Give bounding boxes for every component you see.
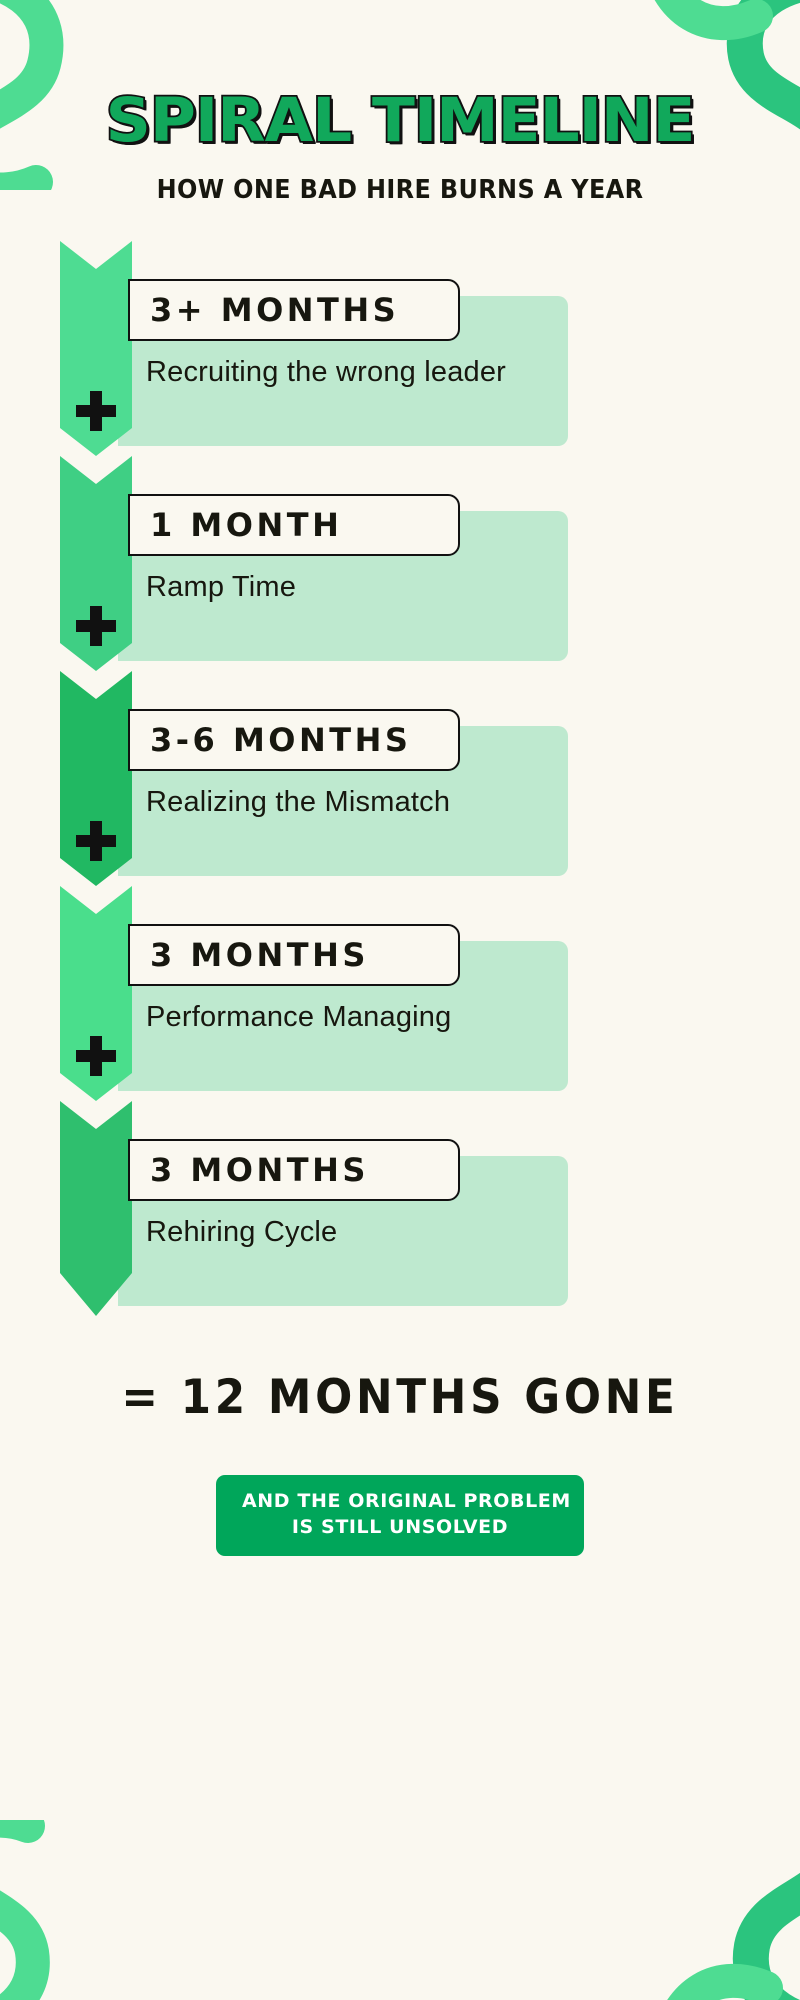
timeline-description: Realizing the Mismatch [146,786,451,818]
duration-pill[interactable]: 3+ MONTHS [128,279,460,341]
badge-line-2: IS STILL UNSOLVED [291,1515,509,1538]
plus-icon [76,391,116,431]
timeline-description: Recruiting the wrong leader [146,356,507,388]
timeline-row: 3+ MONTHS Recruiting the wrong leader [0,241,800,456]
duration-label: 3 MONTHS [150,936,369,974]
total-summary: = 12 MONTHS GONE [121,1370,679,1425]
timeline-description: Performance Managing [146,1001,452,1033]
timeline-description: Rehiring Cycle [146,1216,338,1248]
squiggle-decoration-bottom-right [667,1872,800,2000]
timeline-row: 3-6 MONTHS Realizing the Mismatch [0,671,800,886]
timeline-arrow-segment [60,1101,132,1316]
page-subtitle: HOW ONE BAD HIRE BURNS A YEAR [156,175,644,205]
duration-pill[interactable]: 3 MONTHS [128,924,460,986]
timeline-row: 1 MONTH Ramp Time [0,456,800,671]
footer-badge-wrap: AND THE ORIGINAL PROBLEM IS STILL UNSOLV… [0,1475,800,1557]
duration-label: 3 MONTHS [150,1151,369,1189]
duration-label: 3+ MONTHS [150,291,400,329]
timeline-description: Ramp Time [146,571,297,603]
badge-line-1: AND THE ORIGINAL PROBLEM [242,1490,571,1512]
squiggle-decoration-bottom-left [0,1820,50,2000]
plus-icon [76,821,116,861]
duration-label: 1 MONTH [150,506,343,544]
duration-pill[interactable]: 3 MONTHS [128,1139,460,1201]
timeline-list: 3+ MONTHS Recruiting the wrong leader 1 … [0,241,800,1316]
timeline-row: 3 MONTHS Performance Managing [0,886,800,1101]
timeline-row: 3 MONTHS Rehiring Cycle [0,1101,800,1316]
duration-pill[interactable]: 1 MONTH [128,494,460,556]
header: SPIRAL TIMELINE HOW ONE BAD HIRE BURNS A… [0,0,800,205]
plus-icon [76,606,116,646]
page-title: SPIRAL TIMELINE [104,85,697,156]
status-badge: AND THE ORIGINAL PROBLEM IS STILL UNSOLV… [216,1475,584,1557]
duration-label: 3-6 MONTHS [150,721,412,759]
plus-icon [76,1036,116,1076]
duration-pill[interactable]: 3-6 MONTHS [128,709,460,771]
